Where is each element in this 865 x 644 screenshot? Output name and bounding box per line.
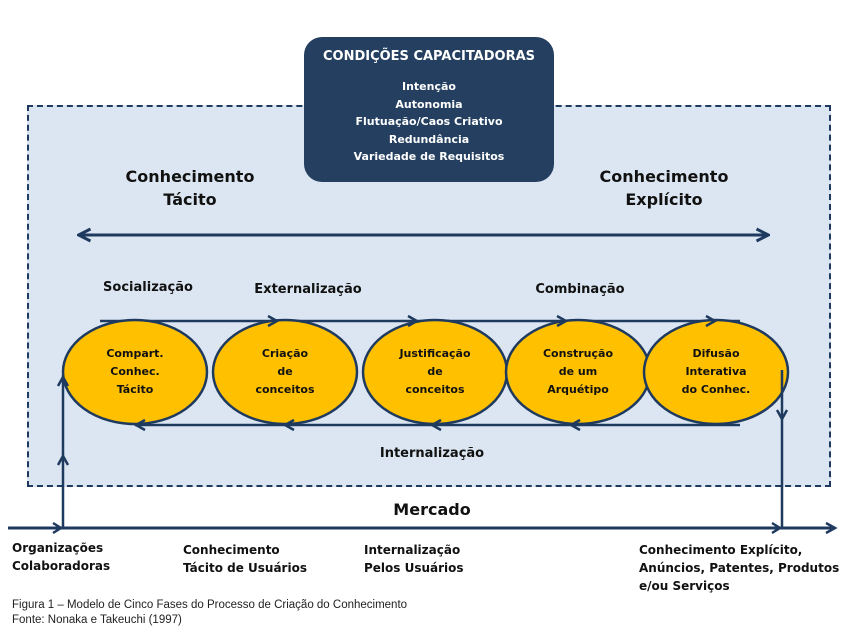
- phase-label-line: Arquétipo: [547, 383, 609, 396]
- bottom-label-line: Anúncios, Patentes, Produtos: [639, 561, 840, 575]
- bottom-label-line: Organizações: [12, 541, 104, 555]
- phase-label-line: do Conhec.: [681, 383, 751, 396]
- phase-label-line: de: [277, 365, 293, 378]
- tacit-label-line1: Conhecimento: [125, 167, 255, 186]
- phase-label-line: Interativa: [685, 365, 747, 378]
- phase-label-line: Criação: [261, 347, 309, 360]
- users-tacit-knowledge-label: Conhecimento Tácito de Usuários: [183, 541, 307, 577]
- bottom-label-line: e/ou Serviços: [639, 579, 730, 593]
- bottom-label-line: Pelos Usuários: [364, 561, 464, 575]
- phase-label-line: Tácito: [116, 383, 154, 396]
- condition-item: Redundância: [388, 132, 470, 146]
- phase-ellipse: [642, 318, 790, 426]
- internalization-label: Internalização: [379, 446, 485, 461]
- phase-label-line: Justificação: [399, 347, 471, 360]
- phase-label: Justificação de conceitos: [375, 345, 495, 399]
- phase-label-line: de: [427, 365, 443, 378]
- explicit-knowledge-label: Conhecimento Explícito: [584, 165, 744, 211]
- bottom-label-line: Colaboradoras: [12, 559, 111, 573]
- bottom-arrowheads: [133, 418, 581, 432]
- bottom-label-line: Tácito de Usuários: [183, 561, 307, 575]
- phase-label: Criação de conceitos: [225, 345, 345, 399]
- explicit-label-line2: Explícito: [625, 190, 703, 209]
- figure-caption: Figura 1 – Modelo de Cinco Fases do Proc…: [12, 598, 407, 628]
- phase-ellipse: [61, 318, 209, 426]
- users-internalization-label: Internalização Pelos Usuários: [364, 541, 464, 577]
- enabling-conditions-box: CONDIÇÕES CAPACITADORAS Intenção Autonom…: [304, 37, 554, 182]
- phase-label-line: Difusão: [692, 347, 740, 360]
- collaborating-organizations-label: Organizações Colaboradoras: [12, 539, 110, 575]
- phase-label-line: Conhec.: [110, 365, 160, 378]
- bottom-label-line: Conhecimento: [183, 543, 280, 557]
- phase-label-line: de um: [558, 365, 598, 378]
- phase-label-line: conceitos: [255, 383, 315, 396]
- phase-label: Construção de um Arquétipo: [518, 345, 638, 399]
- condition-item: Autonomia: [395, 97, 463, 111]
- socialization-label: Socialização: [103, 280, 193, 295]
- explicit-label-line1: Conhecimento: [599, 167, 729, 186]
- condition-item: Flutuação/Caos Criativo: [355, 115, 503, 128]
- market-label: Mercado: [393, 500, 471, 519]
- enabling-conditions-list: Intenção Autonomia Flutuação/Caos Criati…: [304, 78, 554, 166]
- tacit-knowledge-label: Conhecimento Tácito: [110, 165, 270, 211]
- condition-item: Variedade de Requisitos: [353, 150, 505, 163]
- enabling-conditions-title: CONDIÇÕES CAPACITADORAS: [322, 49, 536, 64]
- figure-title: Figura 1 – Modelo de Cinco Fases do Proc…: [12, 599, 408, 611]
- figure-source: Fonte: Nonaka e Takeuchi (1997): [12, 614, 182, 626]
- top-arrowheads: [267, 314, 718, 328]
- phase-label-line: conceitos: [405, 383, 465, 396]
- tacit-label-line2: Tácito: [163, 190, 217, 209]
- externalization-label: Externalização: [254, 282, 362, 297]
- combination-label: Combinação: [535, 282, 625, 297]
- bottom-label-line: Internalização: [364, 543, 461, 557]
- bottom-label-line: Conhecimento Explícito,: [639, 543, 803, 557]
- explicit-outputs-label: Conhecimento Explícito, Anúncios, Patent…: [639, 541, 839, 595]
- phase-label-line: Construção: [542, 347, 614, 360]
- phase-label: Compart. Conhec. Tácito: [75, 345, 195, 399]
- condition-item: Intenção: [402, 80, 456, 93]
- phase-label-line: Compart.: [106, 347, 164, 360]
